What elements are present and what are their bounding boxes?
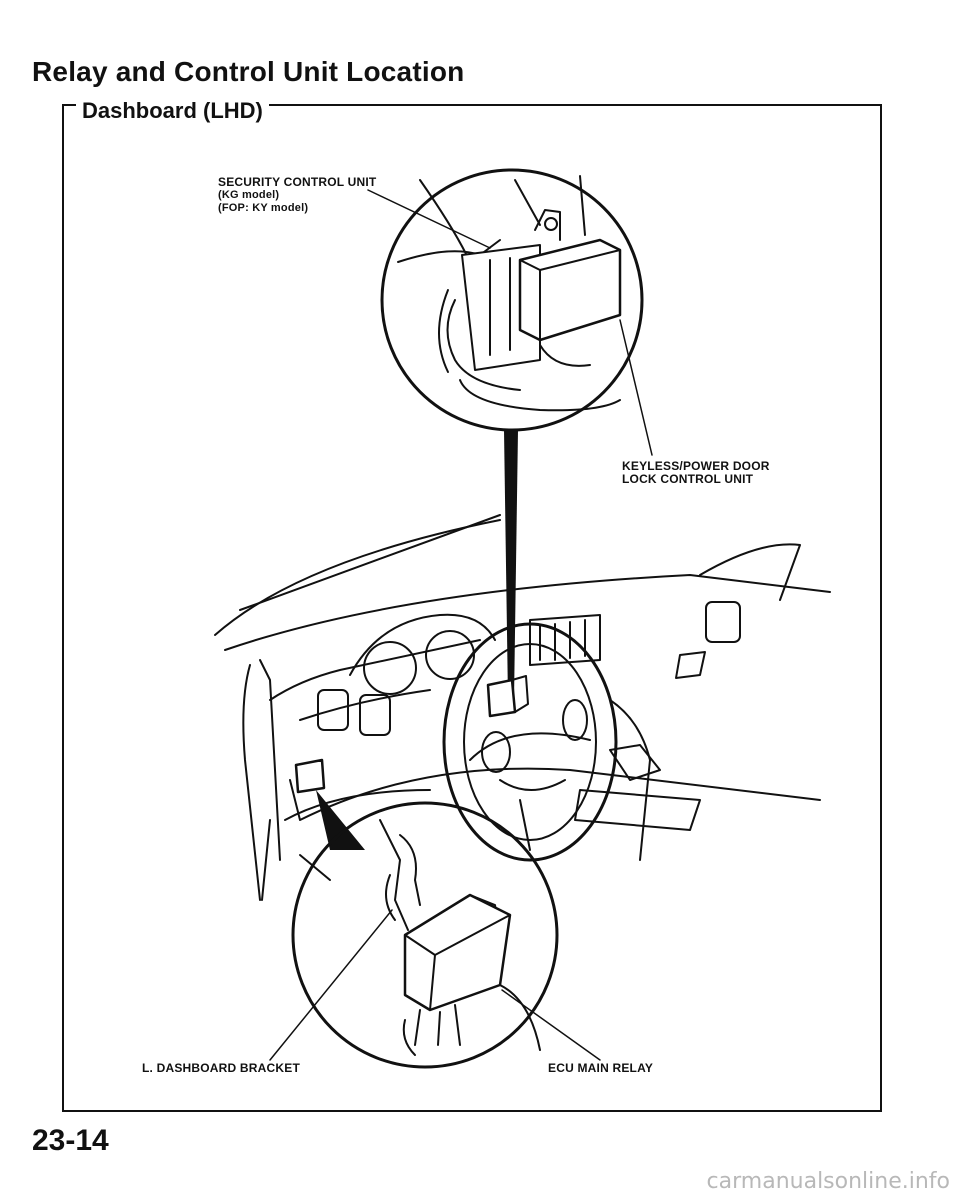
keyless-power-door-lock-label: KEYLESS/POWER DOOR LOCK CONTROL UNIT	[622, 460, 770, 486]
page-title: Relay and Control Unit Location	[32, 56, 465, 87]
security-control-unit-line-3: (FOP: KY model)	[218, 202, 309, 214]
keyless-label-line-2: LOCK CONTROL UNIT	[622, 472, 754, 486]
keyless-label-line-1: KEYLESS/POWER DOOR	[622, 459, 770, 473]
dashboard-scene	[214, 514, 831, 901]
lower-detail-view	[291, 801, 559, 1069]
ecu-main-relay-label: ECU MAIN RELAY	[548, 1061, 654, 1075]
dashboard-bracket-label: L. DASHBOARD BRACKET	[142, 1061, 300, 1075]
security-control-unit-line-2: (KG model)	[218, 189, 280, 201]
security-control-unit-label: SECURITY CONTROL UNIT (KG model) (FOP: K…	[218, 176, 376, 215]
site-watermark: carmanualsonline.info	[706, 1169, 950, 1194]
frame-corner-tick	[62, 104, 76, 106]
security-control-unit-line-1: SECURITY CONTROL UNIT	[218, 175, 377, 189]
page-number: 23-14	[32, 1124, 109, 1157]
upper-detail-view	[380, 168, 644, 432]
diagram-frame	[62, 104, 882, 1112]
section-title: Dashboard (LHD)	[76, 98, 269, 124]
